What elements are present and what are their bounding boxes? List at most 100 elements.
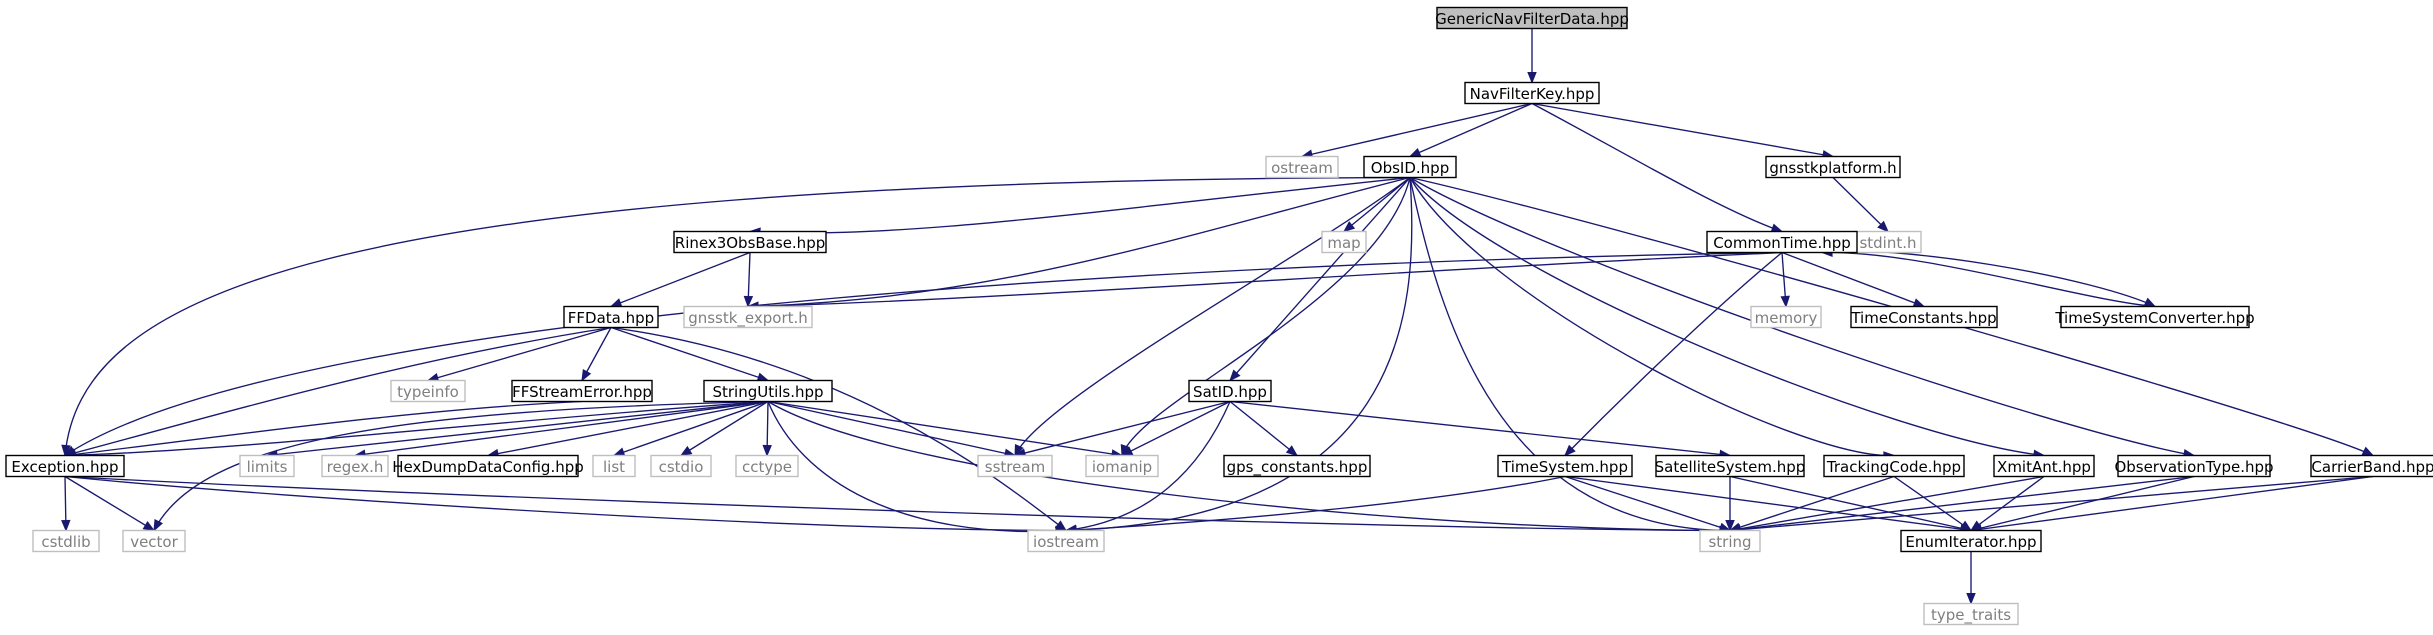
- node-box: [1923, 602, 2019, 626]
- node-commontime-hpp[interactable]: CommonTime.hpp: [1706, 230, 1858, 254]
- node-ffstreamerror-hpp[interactable]: FFStreamError.hpp: [511, 379, 653, 403]
- node-label: iomanip: [1092, 458, 1152, 476]
- node-label: cstdio: [659, 458, 704, 476]
- node-map: map: [1321, 230, 1367, 254]
- node-label: iostream: [1033, 533, 1099, 551]
- node-typeinfo: typeinfo: [390, 379, 466, 403]
- node-box: [5, 454, 125, 478]
- node-label: gnsstk_export.h: [688, 309, 808, 328]
- node-enumiterator-hpp[interactable]: EnumIterator.hpp: [1900, 529, 2042, 553]
- node-cstdlib: cstdlib: [32, 529, 100, 553]
- node-box: [1823, 454, 1965, 478]
- node-label: FFData.hpp: [568, 309, 654, 327]
- edge-satid-hpp-to-satellitesystem-hpp: [1229, 400, 1732, 460]
- node-obsid-hpp[interactable]: ObsID.hpp: [1363, 155, 1457, 179]
- edge-navfilterkey-hpp-to-gnsstkplatform-h: [1531, 102, 1835, 160]
- edge-carrierband-hpp-to-string: [1728, 475, 2374, 535]
- node-sstream: sstream: [977, 454, 1053, 478]
- node-label: sstream: [985, 458, 1045, 476]
- edge-commontime-hpp-to-timeconstants-hpp: [1781, 251, 1926, 308]
- node-box: [1655, 454, 1805, 478]
- node-label: GenericNavFilterData.hpp: [1435, 10, 1629, 28]
- node-box: [1497, 454, 1633, 478]
- node-box: [397, 454, 579, 478]
- edge-timesystemconverter-hpp-to-commontime-hpp: [1820, 247, 2156, 308]
- node-stringutils-hpp[interactable]: StringUtils.hpp: [703, 379, 833, 403]
- node-label: list: [603, 458, 625, 476]
- node-box: [1436, 6, 1628, 30]
- node-label: Exception.hpp: [11, 458, 118, 476]
- node-label: map: [1327, 234, 1360, 252]
- node-satellitesystem-hpp[interactable]: SatelliteSystem.hpp: [1655, 454, 1806, 478]
- node-box: [1464, 81, 1600, 105]
- node-label: FFStreamError.hpp: [512, 383, 652, 401]
- node-label: HexDumpDataConfig.hpp: [392, 458, 584, 476]
- edge-stringutils-hpp-to-sstream: [767, 400, 1017, 458]
- node-label: Rinex3ObsBase.hpp: [675, 234, 825, 252]
- node-box: [1027, 529, 1105, 553]
- edge-navfilterkey-hpp-to-obsid-hpp: [1408, 102, 1533, 158]
- node-timeconstants-hpp[interactable]: TimeConstants.hpp: [1850, 305, 1998, 329]
- node-timesystemconverter-hpp[interactable]: TimeSystemConverter.hpp: [2054, 305, 2255, 329]
- node-memory: memory: [1750, 305, 1822, 329]
- node-rinex3obsbase-hpp[interactable]: Rinex3ObsBase.hpp: [673, 230, 827, 254]
- node-label: XmitAnt.hpp: [1997, 458, 2091, 476]
- node-label: SatID.hpp: [1193, 383, 1267, 401]
- node-navfilterkey-hpp[interactable]: NavFilterKey.hpp: [1464, 81, 1600, 105]
- node-box: [1993, 454, 2095, 478]
- node-satid-hpp[interactable]: SatID.hpp: [1188, 379, 1272, 403]
- edge-exception-hpp-to-vector: [64, 475, 156, 532]
- edge-exception-hpp-to-iostream: [64, 475, 1068, 536]
- node-box: [1223, 454, 1371, 478]
- edge-stringutils-hpp-to-hexdumpdataconfig-hpp: [486, 400, 769, 459]
- edge-stringutils-hpp-to-vector: [153, 400, 769, 532]
- edge-stringutils-hpp-to-exception-hpp: [63, 400, 769, 460]
- node-label: type_traits: [1931, 606, 2011, 625]
- node-gnsstkplatform-h[interactable]: gnsstkplatform.h: [1765, 155, 1901, 179]
- node-box: [122, 529, 186, 553]
- node-list: list: [592, 454, 636, 478]
- node-xmitant-hpp[interactable]: XmitAnt.hpp: [1993, 454, 2095, 478]
- node-label: TimeConstants.hpp: [1850, 309, 1996, 327]
- node-exception-hpp[interactable]: Exception.hpp: [5, 454, 125, 478]
- node-carrierband-hpp[interactable]: CarrierBand.hpp: [2310, 454, 2433, 478]
- edge-obsid-hpp-to-exception-hpp: [61, 176, 1411, 457]
- node-string: string: [1699, 529, 1761, 553]
- edge-stringutils-hpp-to-cctype: [762, 401, 772, 457]
- edge-ffdata-hpp-to-ffstreamerror-hpp: [581, 327, 612, 382]
- node-label: gnsstkplatform.h: [1769, 159, 1896, 177]
- node-genericnavfilterdata-hpp[interactable]: GenericNavFilterData.hpp: [1435, 6, 1629, 30]
- node-label: TrackingCode.hpp: [1826, 458, 1961, 476]
- edge-obsid-hpp-to-satid-hpp: [1229, 177, 1411, 382]
- node-ostream: ostream: [1265, 155, 1339, 179]
- node-limits: limits: [239, 454, 295, 478]
- node-box: [703, 379, 833, 403]
- node-label: CommonTime.hpp: [1713, 234, 1851, 252]
- node-box: [1265, 155, 1339, 179]
- node-box: [1706, 230, 1858, 254]
- node-hexdumpdataconfig-hpp[interactable]: HexDumpDataConfig.hpp: [392, 454, 584, 478]
- node-label: CarrierBand.hpp: [2311, 458, 2433, 476]
- node-gps-constants-hpp[interactable]: gps_constants.hpp: [1223, 454, 1371, 478]
- edge-navfilterkey-hpp-to-commontime-hpp: [1531, 102, 1784, 233]
- node-label: ObservationType.hpp: [2114, 458, 2273, 476]
- node-label: TimeSystem.hpp: [1501, 458, 1628, 476]
- node-label: gps_constants.hpp: [1227, 458, 1368, 477]
- edge-satellitesystem-hpp-to-string: [1725, 476, 1735, 532]
- node-label: EnumIterator.hpp: [1905, 533, 2036, 551]
- node-box: [1321, 230, 1367, 254]
- edge-satid-hpp-to-gps-constants-hpp: [1229, 400, 1299, 457]
- node-ffdata-hpp[interactable]: FFData.hpp: [563, 305, 659, 329]
- node-label: ObsID.hpp: [1371, 159, 1449, 177]
- node-trackingcode-hpp[interactable]: TrackingCode.hpp: [1823, 454, 1965, 478]
- node-observationtype-hpp[interactable]: ObservationType.hpp: [2114, 454, 2274, 478]
- edge-obsid-hpp-to-string: [1409, 177, 1732, 536]
- edge-rinex3obsbase-hpp-to-gnsstk-export-h: [743, 252, 754, 308]
- edge-observationtype-hpp-to-enumiterator-hpp: [1969, 475, 2195, 533]
- node-box: [735, 454, 799, 478]
- node-label: stdint.h: [1859, 234, 1916, 252]
- node-timesystem-hpp[interactable]: TimeSystem.hpp: [1497, 454, 1633, 478]
- node-label: StringUtils.hpp: [712, 383, 823, 401]
- node-box: [592, 454, 636, 478]
